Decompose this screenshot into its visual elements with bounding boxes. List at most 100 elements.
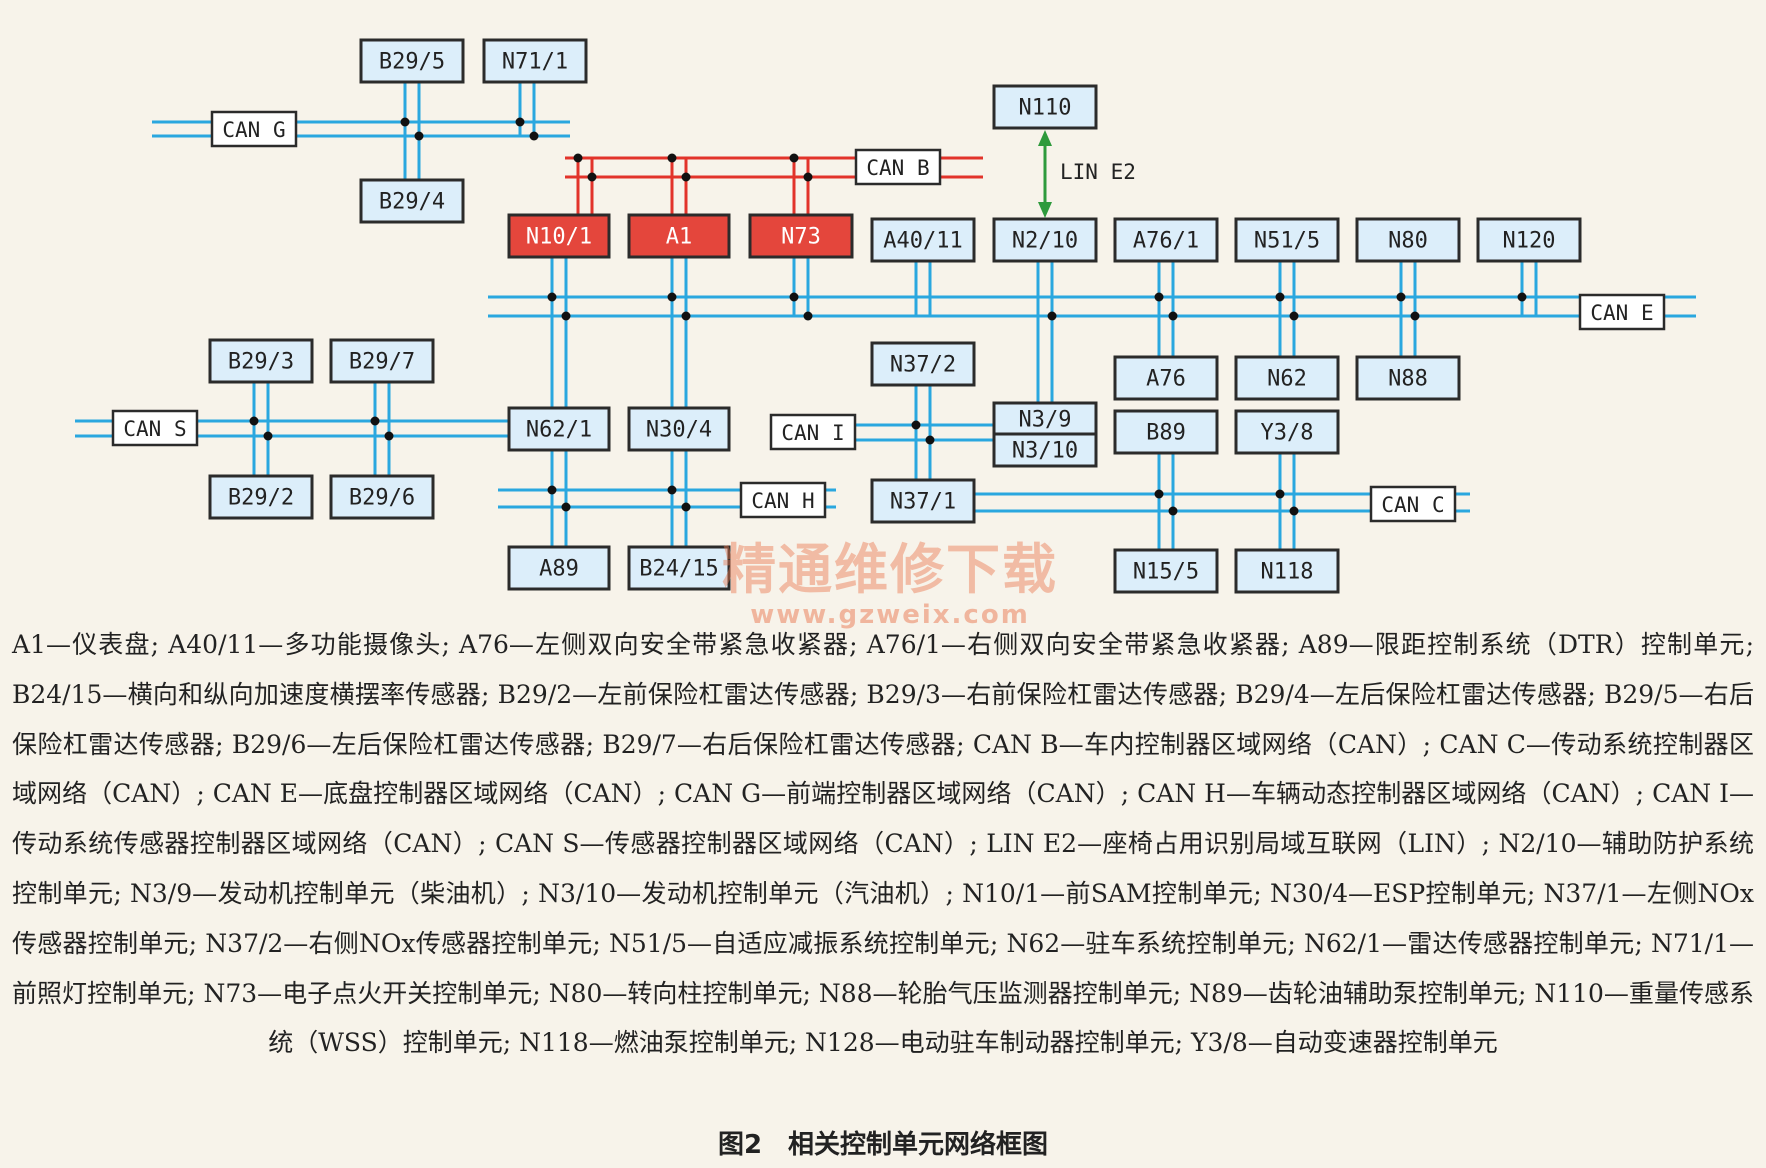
node-box: [208, 474, 314, 520]
node-n120: N120: [1476, 217, 1582, 263]
node-box: [992, 432, 1098, 468]
node-label: N118: [1261, 560, 1314, 585]
node-label: B29/2: [228, 486, 294, 511]
bus-label-box: [1578, 293, 1666, 331]
node-b24-15: B24/15: [627, 545, 731, 591]
bus-label: CAN B: [866, 156, 929, 180]
node-n15-5: N15/5: [1113, 548, 1219, 594]
node-box: [1234, 548, 1340, 594]
bus-label-box: [1369, 485, 1457, 523]
node-box: [208, 338, 314, 384]
bus-label-box: [769, 413, 857, 451]
node-a1: A1: [627, 213, 731, 259]
node-label: N15/5: [1133, 560, 1199, 585]
node-n2-10: N2/10: [992, 217, 1098, 263]
node-n73: N73: [748, 213, 854, 259]
lin-e2-link: LIN E2: [1038, 130, 1136, 218]
node-a76-1: A76/1: [1113, 217, 1219, 263]
node-box: [870, 217, 976, 263]
node-n3-10: N3/10: [992, 432, 1098, 468]
node-n37-2: N37/2: [870, 341, 976, 387]
junction-dot: [263, 431, 273, 441]
node-label: N2/10: [1012, 229, 1078, 254]
junction-dot: [1289, 311, 1299, 321]
junction-dot: [1168, 506, 1178, 516]
node-label: A40/11: [883, 229, 962, 254]
junction-dot: [1154, 489, 1164, 499]
bus-can-g: CAN G: [210, 110, 298, 148]
node-box: [507, 406, 611, 452]
node-a89: A89: [507, 545, 611, 591]
node-b29-6: B29/6: [329, 474, 435, 520]
node-label: B29/3: [228, 350, 294, 375]
junction-dot: [547, 292, 557, 302]
bus-label-box: [739, 481, 827, 519]
bus-label: CAN S: [123, 417, 186, 441]
node-n62-1: N62/1: [507, 406, 611, 452]
bus-label-box: [854, 148, 942, 186]
junction-dot: [249, 416, 259, 426]
node-a40-11: A40/11: [870, 217, 976, 263]
node-box: [1234, 409, 1340, 455]
node-n88: N88: [1355, 355, 1461, 401]
node-box: [1476, 217, 1582, 263]
junction-dot: [1275, 292, 1285, 302]
node-label: N30/4: [646, 418, 712, 443]
junction-dots: [249, 117, 1527, 516]
node-label: N73: [781, 225, 821, 250]
lin-arrow-down-icon: [1038, 202, 1052, 218]
node-label: A1: [666, 225, 693, 250]
junction-dot: [1396, 292, 1406, 302]
bus-label: CAN C: [1381, 493, 1444, 517]
node-label: N37/1: [890, 490, 956, 515]
node-label: B29/5: [379, 50, 445, 75]
junction-dot: [789, 153, 799, 163]
junction-dot: [1289, 506, 1299, 516]
node-label: N110: [1019, 96, 1072, 121]
node-label: N62/1: [526, 418, 592, 443]
bus-can-h: CAN H: [739, 481, 827, 519]
junction-dot: [681, 311, 691, 321]
node-label: A76/1: [1133, 229, 1199, 254]
node-n10-1: N10/1: [507, 213, 611, 259]
node-box: [1355, 217, 1461, 263]
node-b29-2: B29/2: [208, 474, 314, 520]
node-box: [1234, 217, 1340, 263]
junction-dot: [370, 416, 380, 426]
junction-dot: [529, 131, 539, 141]
figure-caption: 图2 相关控制单元网络框图: [717, 1130, 1049, 1160]
node-label: N62: [1267, 367, 1307, 392]
legend-text: A1—仪表盘; A40/11—多功能摄像头; A76—左侧双向安全带紧急收紧器;…: [12, 630, 1754, 1058]
node-box: [748, 213, 854, 259]
node-box: [1113, 355, 1219, 401]
node-b29-4: B29/4: [359, 178, 465, 224]
node-label: N71/1: [502, 50, 568, 75]
junction-dot: [789, 292, 799, 302]
junction-dot: [414, 131, 424, 141]
node-n30-4: N30/4: [627, 406, 731, 452]
node-box: [507, 545, 611, 591]
node-label: N10/1: [526, 225, 592, 250]
junction-dot: [1154, 292, 1164, 302]
node-b29-3: B29/3: [208, 338, 314, 384]
node-label: N51/5: [1254, 229, 1320, 254]
node-box: [1355, 355, 1461, 401]
node-label: N37/2: [890, 353, 956, 378]
junction-dot: [587, 172, 597, 182]
node-a76: A76: [1113, 355, 1219, 401]
junction-dot: [515, 117, 525, 127]
node-box: [870, 341, 976, 387]
lin-e2-label: LIN E2: [1060, 160, 1136, 184]
bus-can-s: CAN S: [111, 409, 199, 447]
node-label: N3/10: [1012, 439, 1078, 464]
bus-can-i: CAN I: [769, 413, 857, 451]
bus-label-box: [111, 409, 199, 447]
node-box: [627, 545, 731, 591]
junction-dot: [911, 420, 921, 430]
junction-dot: [667, 153, 677, 163]
junction-dot: [681, 172, 691, 182]
junction-dot: [803, 172, 813, 182]
node-label: B24/15: [639, 557, 718, 582]
node-b29-7: B29/7: [329, 338, 435, 384]
node-box: [1113, 548, 1219, 594]
